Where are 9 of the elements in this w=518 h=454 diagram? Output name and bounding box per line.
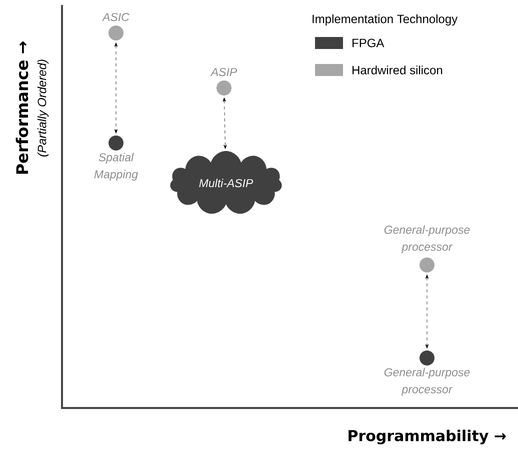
- legend-label: Hardwired silicon: [352, 66, 442, 74]
- axis-title: Programmability →: [348, 430, 506, 444]
- axis-title: Performance →: [16, 42, 28, 174]
- legend-title: Implementation Technology: [312, 14, 458, 26]
- arrow: [114, 42, 118, 134]
- legend-label: FPGA: [352, 38, 384, 48]
- axis-subtitle: (Partially Ordered): [37, 60, 49, 156]
- arrow: [425, 274, 429, 348]
- arrow: [222, 98, 227, 149]
